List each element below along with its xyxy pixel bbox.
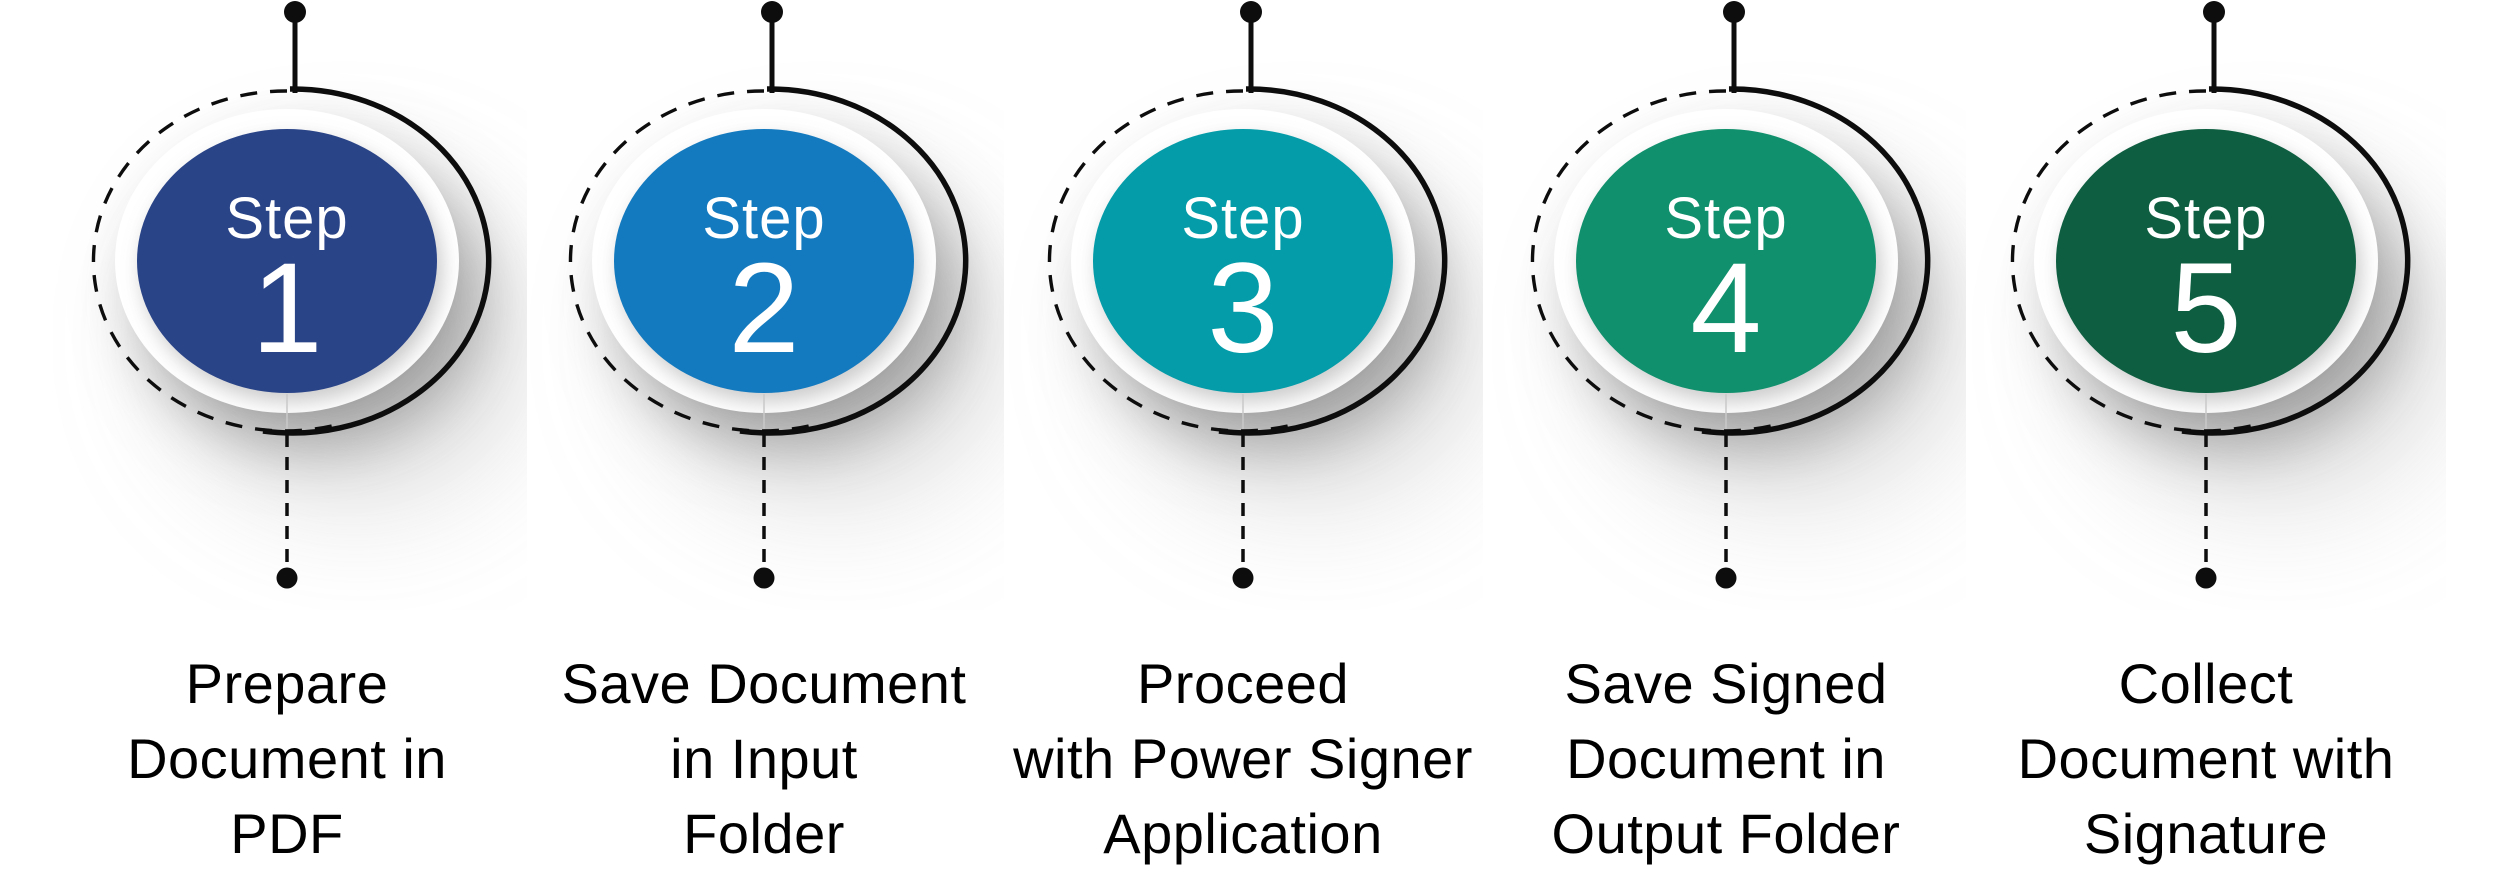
step-description-line: Document in <box>1566 727 1886 790</box>
top-dot-icon <box>761 1 783 23</box>
step-graphic: Step 4 <box>1530 1 1931 589</box>
step-number: 2 <box>728 237 799 380</box>
outer-dashed-circle <box>1530 89 1776 433</box>
outer-dashed-circle <box>1047 89 1293 433</box>
step-description-line: with Power Signer <box>1013 727 1473 790</box>
step-description-line: PDF <box>230 802 344 865</box>
top-dot-icon <box>2203 1 2225 23</box>
step-description-line: Save Signed <box>1564 652 1888 715</box>
step-circle <box>1576 129 1876 393</box>
outer-solid-arc <box>262 86 492 436</box>
step-graphic: Step 1 <box>91 1 492 589</box>
outer-solid-arc <box>2181 86 2411 436</box>
step-description-line: in Input <box>670 727 858 790</box>
step-circle <box>1093 129 1393 393</box>
outer-dashed-circle <box>568 89 814 433</box>
step-graphic: Step 3 <box>1047 1 1448 589</box>
step-word: Step <box>1181 186 1304 251</box>
step-number: 5 <box>2170 237 2241 380</box>
step-word: Step <box>1664 186 1787 251</box>
outer-dashed-circle <box>91 89 337 433</box>
step-description-line: Output Folder <box>1551 802 1901 865</box>
step-description-line: Document with <box>2017 727 2395 790</box>
step-description-line: Prepare <box>185 652 389 715</box>
top-dot-icon <box>1240 1 1262 23</box>
step-description-line: Folder <box>683 802 845 865</box>
step-number: 3 <box>1207 237 1278 380</box>
bottom-dot-icon <box>276 567 298 589</box>
step-word: Step <box>2144 186 2267 251</box>
step-description-line: Save Document <box>561 652 967 715</box>
step-description-line: Collect <box>2118 652 2294 715</box>
outer-solid-arc <box>1218 86 1448 436</box>
top-dot-icon <box>1723 1 1745 23</box>
outer-solid-arc <box>1701 86 1931 436</box>
step-number: 1 <box>251 237 322 380</box>
bottom-dot-icon <box>753 567 775 589</box>
bottom-dot-icon <box>1232 567 1254 589</box>
bottom-dot-icon <box>2195 567 2217 589</box>
outer-solid-arc <box>739 86 969 436</box>
step-word: Step <box>225 186 348 251</box>
bottom-dot-icon <box>1715 567 1737 589</box>
step-circle <box>137 129 437 393</box>
top-dot-icon <box>284 1 306 23</box>
step-circle <box>2056 129 2356 393</box>
step-number: 4 <box>1690 237 1761 380</box>
step-description-line: Application <box>1103 802 1383 865</box>
step-graphic: Step 2 <box>568 1 969 589</box>
step-word: Step <box>702 186 825 251</box>
step-circle <box>614 129 914 393</box>
step-description-line: Proceed <box>1136 652 1350 715</box>
step-description-line: Document in <box>127 727 447 790</box>
step-graphic: Step 5 <box>2010 1 2411 589</box>
outer-dashed-circle <box>2010 89 2256 433</box>
step-description-line: Signature <box>2083 802 2329 865</box>
